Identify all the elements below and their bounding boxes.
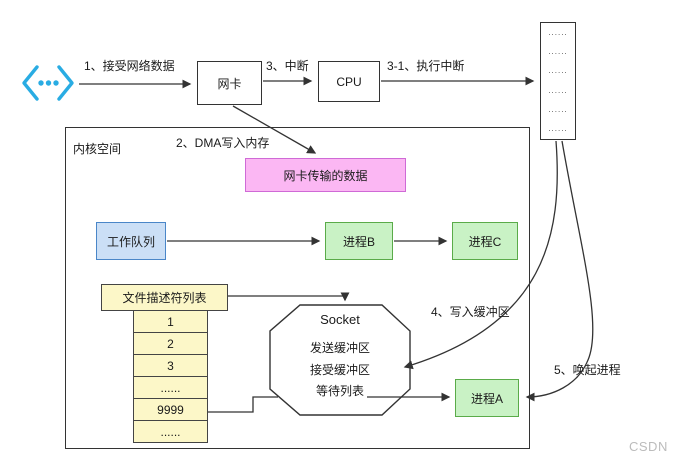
network-stream-icon <box>22 65 74 101</box>
socket-title: Socket <box>320 312 360 327</box>
interrupt-vector-row: ...... <box>548 46 568 56</box>
process-a-box: 进程A <box>455 379 519 417</box>
line-9999-to-waitlist <box>208 396 278 413</box>
process-b-box: 进程B <box>325 222 393 260</box>
step3-label: 3、中断 <box>266 59 309 73</box>
socket-recv-buffer-label: 接受缓冲区 <box>309 363 370 377</box>
interrupt-vector-row: ...... <box>548 104 568 114</box>
fd-list-cell: 2 <box>133 332 208 355</box>
fd-list-cell: 9999 <box>133 398 208 421</box>
interrupt-vector-row: ...... <box>548 66 568 76</box>
work-queue-box: 工作队列 <box>96 222 166 260</box>
nic-data-box: 网卡传输的数据 <box>245 158 406 192</box>
cpu-box: CPU <box>318 61 380 102</box>
interrupt-vector-table: ...... ...... ...... ...... ...... .....… <box>540 22 576 140</box>
kernel-space-box <box>65 127 530 449</box>
arrow-lines <box>79 76 594 413</box>
socket-send-buffer-label: 发送缓冲区 <box>309 341 370 355</box>
csdn-watermark: CSDN <box>629 439 668 454</box>
step4-label: 4、写入缓冲区 <box>431 305 510 319</box>
kernel-space-label: 内核空间 <box>73 142 122 156</box>
interrupt-vector-row: ...... <box>548 124 568 134</box>
process-c-box: 进程C <box>452 222 518 260</box>
socket-wait-list-label: 等待列表 <box>315 384 364 398</box>
fd-list-title-box: 文件描述符列表 <box>101 284 228 311</box>
step1-label: 1、接受网络数据 <box>84 59 175 73</box>
step2-label: 2、DMA写入内存 <box>176 136 270 150</box>
step3-1-label: 3-1、执行中断 <box>387 59 465 73</box>
interrupt-vector-row: ...... <box>548 27 568 37</box>
fd-list-cell: 3 <box>133 354 208 377</box>
arrow-fdlist-to-socket <box>228 292 350 302</box>
interrupt-vector-row: ...... <box>548 85 568 95</box>
step5-label: 5、唤起进程 <box>554 363 621 377</box>
fd-list-cell: ...... <box>133 420 208 443</box>
fd-list-cell: 1 <box>133 310 208 333</box>
nic-box: 网卡 <box>197 61 262 105</box>
socket-octagon <box>269 304 411 416</box>
fd-list-cell: ...... <box>133 376 208 399</box>
curve-ivt-to-proca <box>525 140 594 402</box>
curve-ivt-to-recvbuffer <box>403 140 558 370</box>
arrow-nic-to-dma <box>232 105 317 154</box>
